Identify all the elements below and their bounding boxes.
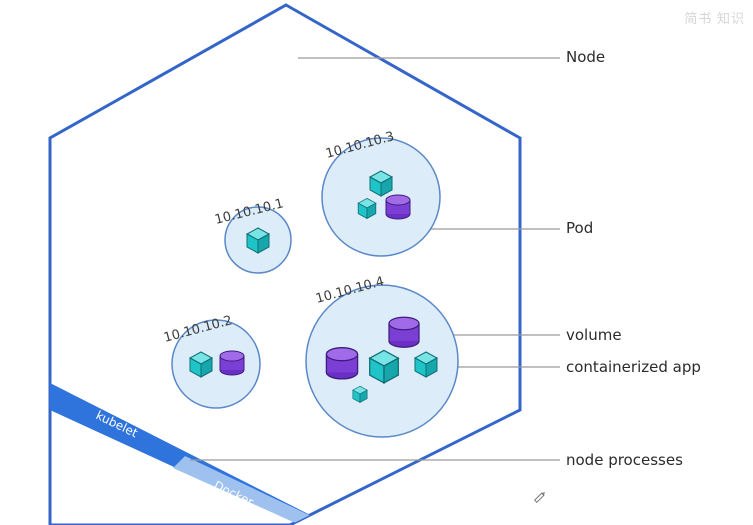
node-hexagon [48,3,522,525]
container-icon [369,349,399,384]
pod-c: 10.10.10.3 [321,129,441,257]
volume-icon [385,194,411,220]
container-icon [189,351,213,378]
volume-icon [219,350,245,376]
pencil-icon [533,492,545,504]
container-icon [369,170,393,197]
node-processes-label: node processes [566,451,683,469]
container-icon [357,197,377,219]
containerized-app-label: containerized app [566,358,701,376]
container-icon [246,227,270,254]
pod-label: Pod [566,219,593,237]
container-icon [414,351,438,378]
volume-icon [325,347,359,380]
watermark: 简书 知识 [684,11,745,26]
volume-icon [388,316,420,348]
kubelet-band [50,383,330,525]
pod-a: 10.10.10.1 [213,196,292,274]
pod-d: 10.10.10.4 [305,274,459,438]
volume-label: volume [566,326,622,344]
node-label: Node [566,48,605,66]
docker-band [173,456,330,525]
container-icon [352,385,368,403]
